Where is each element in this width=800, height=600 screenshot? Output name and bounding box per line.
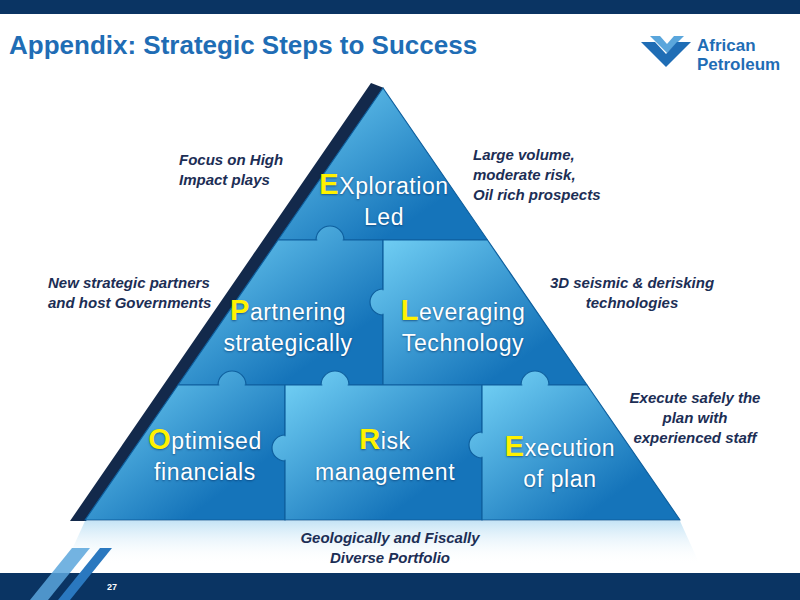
company-logo-text: African Petroleum	[697, 36, 789, 74]
label-box: Geologically and Fiscally Diverse Portfo…	[290, 528, 490, 568]
puzzle-knob	[371, 290, 394, 313]
piece-text-holder: Risk management	[308, 424, 463, 488]
puzzle-knob	[470, 433, 493, 456]
bottom-bar	[0, 573, 800, 600]
annotation-note: Focus on High Impact plays	[179, 150, 304, 190]
puzzle-piece-outline	[285, 385, 482, 520]
puzzle-piece-outline	[383, 240, 587, 385]
piece-label: Execution of plan	[498, 431, 623, 495]
label-box: 27	[107, 581, 137, 593]
label-box: Focus on High Impact plays	[179, 150, 304, 190]
piece-text-holder: Partnering strategically	[213, 295, 363, 359]
annotation-note: New strategic partners and host Governme…	[48, 273, 228, 313]
footer-stripe	[58, 548, 112, 600]
label-box: Execute safely the plan with experienced…	[622, 388, 768, 448]
piece-label: Leveraging Technology	[383, 295, 543, 359]
annotation-note: Large volume, moderate risk, Oil rich pr…	[473, 145, 613, 205]
label-box: 3D seismic & derisking technologies	[543, 273, 721, 313]
base-note: Geologically and Fiscally Diverse Portfo…	[290, 528, 490, 568]
piece-label: Optimised financials	[130, 424, 280, 488]
puzzle-knob	[273, 436, 296, 459]
puzzle-piece-outline	[85, 385, 285, 520]
label-box: Large volume, moderate risk, Oil rich pr…	[473, 145, 613, 205]
piece-text-holder: Leveraging Technology	[383, 295, 543, 359]
puzzle-knob	[522, 372, 547, 397]
puzzle-piece: Risk management	[285, 385, 482, 520]
puzzle-piece: EXploration Led	[278, 88, 488, 240]
page-number: 27	[107, 581, 137, 593]
puzzle-piece: Optimised financials	[85, 385, 285, 520]
annotation-note: 3D seismic & derisking technologies	[543, 273, 721, 313]
annotation-note: Execute safely the plan with experienced…	[622, 388, 768, 448]
puzzle-piece: Leveraging Technology	[383, 240, 587, 385]
puzzle-piece-outline	[178, 240, 383, 385]
piece-label: Risk management	[308, 424, 463, 488]
label-box: African Petroleum	[697, 36, 789, 74]
piece-label: EXploration Led	[304, 169, 464, 233]
piece-text-holder: Execution of plan	[498, 431, 623, 495]
top-bar	[0, 0, 800, 14]
label-box: New strategic partners and host Governme…	[48, 273, 228, 313]
slide-title: Appendix: Strategic Steps to Success	[9, 30, 477, 60]
piece-text-holder: EXploration Led	[304, 169, 464, 233]
puzzle-piece-outline	[278, 88, 488, 240]
piece-text-holder: Optimised financials	[130, 424, 280, 488]
logo-chevron	[641, 42, 691, 67]
puzzle-knob	[219, 372, 244, 397]
puzzle-piece: Partnering strategically	[178, 240, 383, 385]
puzzle-knob	[322, 372, 347, 397]
puzzle-knob	[317, 227, 342, 252]
piece-label: Partnering strategically	[213, 295, 363, 359]
